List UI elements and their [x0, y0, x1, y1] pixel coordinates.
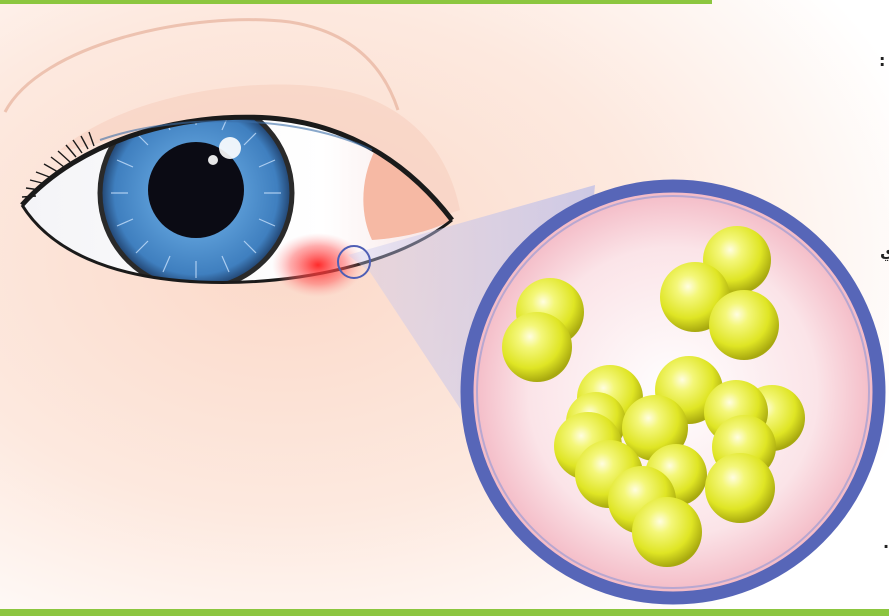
inflammation-spot — [272, 233, 364, 297]
edge-glyph-dot: . — [883, 535, 889, 551]
magnified-view — [467, 186, 879, 598]
bottom-rule — [0, 609, 889, 616]
edge-glyph-colon: : — [879, 53, 885, 69]
edge-glyph-ya: ي — [880, 244, 889, 260]
pupil-highlight — [219, 137, 241, 159]
top-rule — [0, 0, 712, 4]
